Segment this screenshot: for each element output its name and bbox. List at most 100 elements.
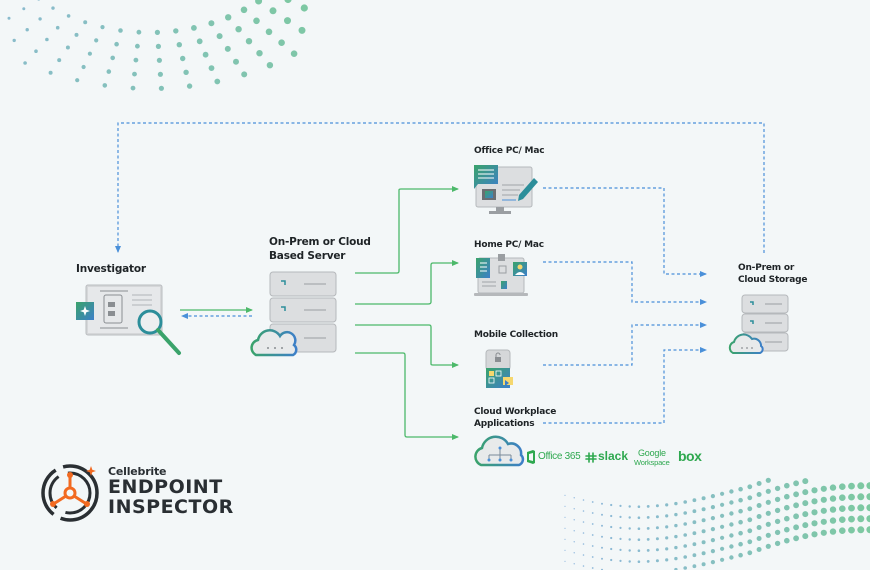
decorative-dot — [683, 533, 687, 537]
decorative-dot — [683, 522, 687, 526]
decorative-dot — [839, 516, 846, 523]
decorative-dot — [692, 542, 697, 547]
decorative-dot — [701, 496, 706, 501]
endpoint-inspector-logo-icon — [41, 464, 99, 522]
decorative-dot — [183, 69, 189, 76]
decorative-dot — [683, 555, 687, 559]
edge-cloud-apps-to-storage — [543, 347, 707, 424]
decorative-dot — [729, 555, 734, 560]
decorative-dot — [802, 511, 809, 518]
decorative-dot — [628, 516, 631, 519]
decorative-dot — [866, 482, 870, 490]
decorative-dot — [683, 511, 687, 515]
office365-logo-icon — [527, 450, 535, 464]
decorative-dot — [601, 502, 603, 505]
decorative-dot — [692, 520, 697, 525]
decorative-dot — [216, 33, 223, 40]
decorative-dot — [601, 524, 603, 527]
decorative-dot — [710, 527, 716, 532]
decorative-dot — [784, 537, 790, 544]
decorative-dot — [158, 85, 164, 91]
decorative-dot — [637, 516, 641, 519]
decorative-dot — [747, 484, 753, 490]
decorative-dot — [793, 535, 799, 542]
decorative-dot — [233, 58, 239, 65]
decorative-dot — [298, 26, 306, 34]
home-pc-label: Home PC/ Mac — [474, 240, 544, 250]
decorative-dot — [701, 540, 706, 545]
decorative-dot — [665, 536, 669, 540]
decorative-dot — [573, 519, 575, 521]
decorative-dot — [701, 529, 706, 534]
decorative-dot — [729, 522, 734, 527]
decorative-dot — [839, 527, 846, 534]
decorative-dot — [619, 559, 622, 563]
decorative-dot — [180, 55, 186, 62]
decorative-dot — [674, 512, 678, 517]
decorative-dot — [774, 485, 781, 492]
decorative-dot — [848, 526, 855, 534]
decorative-dot — [65, 45, 70, 50]
decorative-dot — [765, 499, 771, 505]
decorative-dot — [646, 527, 650, 530]
decorative-dot — [610, 536, 613, 540]
decorative-dot — [628, 560, 631, 563]
decorative-dot — [240, 6, 248, 14]
decorative-dot — [132, 71, 137, 77]
decorative-dot — [610, 525, 613, 529]
storage-label-line2: Cloud Storage — [738, 275, 808, 285]
slack-logo: slack — [598, 449, 629, 463]
decorative-dot — [100, 25, 105, 30]
decorative-dot — [25, 28, 29, 32]
decorative-dot — [23, 61, 27, 65]
decorative-dot — [173, 28, 179, 34]
decorative-dot — [628, 538, 631, 541]
decorative-dot — [710, 560, 716, 565]
decorative-dot — [130, 85, 136, 91]
decorative-dot — [774, 529, 781, 536]
decorative-dot — [829, 495, 837, 502]
decorative-dot — [591, 512, 594, 514]
decorative-dot — [710, 516, 716, 521]
decorative-dot — [157, 71, 163, 77]
decorative-dot — [710, 538, 716, 543]
decorative-dot — [674, 523, 678, 528]
edge-office-pc-to-storage — [543, 187, 707, 277]
decorative-dot — [628, 527, 631, 530]
decorative-dot — [665, 547, 669, 551]
decorative-dot — [665, 503, 669, 507]
decorative-dot — [692, 531, 697, 536]
decorative-dot — [665, 525, 669, 529]
decorative-dot — [564, 538, 566, 540]
decorative-dot — [619, 548, 622, 552]
decorative-dot — [784, 515, 790, 522]
investigator-icon — [76, 284, 181, 355]
decorative-dot — [756, 503, 762, 508]
decorative-dot — [224, 45, 231, 52]
box-logo: box — [678, 448, 702, 464]
decorative-dot — [729, 511, 734, 516]
decorative-dot — [655, 548, 659, 552]
decorative-dot — [241, 71, 248, 78]
edge-server-to-cloud-apps — [355, 352, 459, 440]
decorative-dot — [110, 55, 115, 61]
decorative-dot — [22, 7, 26, 11]
decorative-dot — [720, 546, 725, 551]
decorative-dot — [793, 513, 799, 520]
decorative-dot — [720, 535, 725, 540]
edge-server-to-mobile — [355, 324, 459, 368]
decorative-dot — [747, 495, 753, 501]
decorative-dot — [591, 545, 594, 547]
decorative-dot — [765, 543, 771, 549]
decorative-dot — [774, 540, 781, 547]
decorative-dot — [710, 549, 716, 554]
decorative-dot — [610, 558, 613, 562]
decorative-dot — [756, 492, 762, 497]
decorative-dot — [637, 538, 641, 541]
decorative-dot — [637, 560, 641, 563]
decorative-dot — [256, 50, 263, 57]
decorative-dot — [628, 505, 631, 508]
decorative-dot — [610, 547, 613, 551]
decorative-dot — [738, 552, 743, 558]
decorative-dot — [94, 38, 99, 43]
